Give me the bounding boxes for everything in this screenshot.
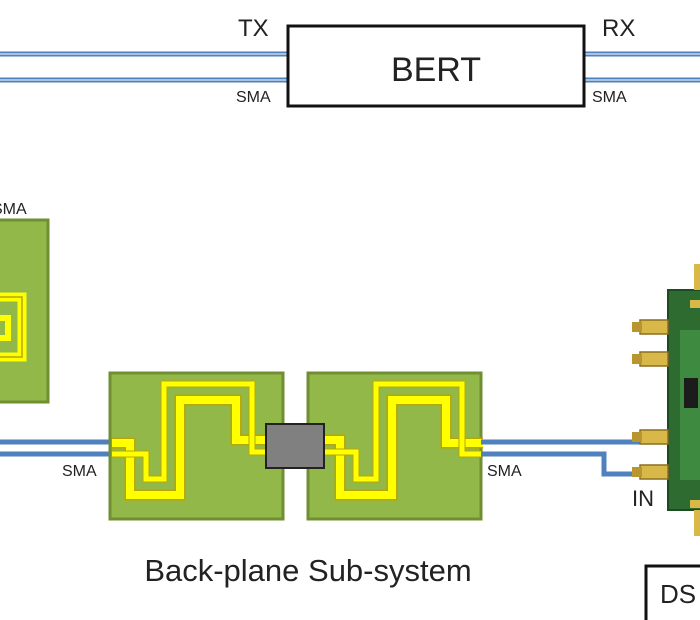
- device-input-label: IN: [632, 486, 654, 511]
- device-board: [632, 264, 700, 536]
- bert-tx-label: TX: [238, 15, 269, 42]
- bert-right-sma-label: SMA: [592, 89, 627, 106]
- backplane-right-sma-label: SMA: [487, 463, 522, 480]
- backplane-left-cables: [0, 439, 112, 457]
- partial-box: [644, 564, 700, 620]
- bert-box: [286, 24, 586, 108]
- left-board-sma-label: SMA: [0, 201, 27, 218]
- partial-box-label: DS: [660, 579, 696, 609]
- bert-rx-label: RX: [602, 15, 635, 42]
- backplane-board-right: [306, 371, 483, 521]
- left-board: [0, 218, 50, 404]
- backplane-caption: Back-plane Sub-system: [144, 553, 471, 588]
- bert-left-sma-label: SMA: [236, 89, 271, 106]
- device-sma-connectors: [632, 319, 669, 480]
- bert-right-cables: [584, 51, 700, 83]
- backplane-right-cables: [481, 439, 646, 477]
- backplane-connector: [265, 423, 325, 469]
- backplane-left-sma-label: SMA: [62, 463, 97, 480]
- bert-title: BERT: [391, 51, 481, 89]
- bert-left-cables: [0, 51, 288, 83]
- backplane-board-left: [108, 371, 285, 521]
